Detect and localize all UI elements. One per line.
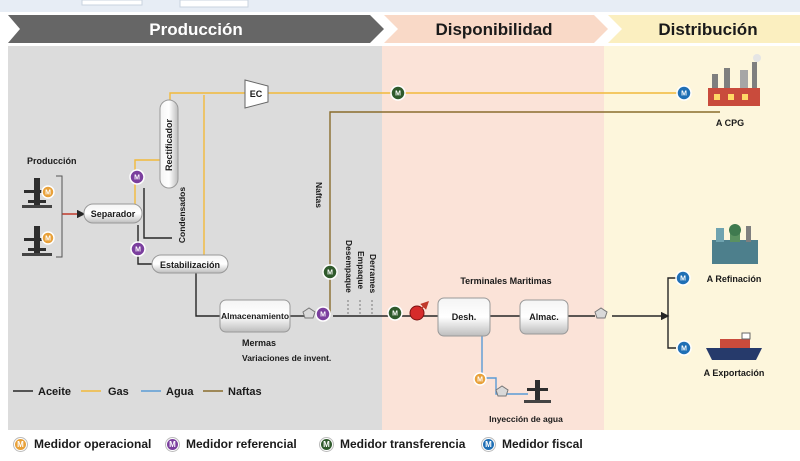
meter-transfer-icon: M xyxy=(320,437,333,451)
production-label: Producción xyxy=(27,156,77,166)
storage-short-label: Almac. xyxy=(529,312,559,322)
pump-icon-2 xyxy=(594,307,608,319)
dehydration-label: Desh. xyxy=(452,312,477,322)
losses-lines xyxy=(347,300,373,316)
header-production-chevron xyxy=(8,15,384,43)
separator-label: Separador xyxy=(91,209,136,219)
storage-short-tank xyxy=(519,299,569,335)
zone-distribution xyxy=(604,46,800,430)
svg-text:M: M xyxy=(395,91,401,98)
compressor-label: EC xyxy=(250,89,263,99)
stabilization-vessel xyxy=(151,254,229,274)
svg-text:M: M xyxy=(681,91,687,98)
legend-water: Agua xyxy=(166,386,194,398)
spills-label: Derrames xyxy=(368,254,378,293)
losses-label: Mermas xyxy=(242,338,276,348)
svg-text:M: M xyxy=(681,346,687,353)
compressor-ec xyxy=(244,79,269,109)
meter-operational-water: M xyxy=(473,372,487,386)
pump-icon-1 xyxy=(302,307,316,319)
pump-icon-3 xyxy=(495,385,509,397)
legend-gas: Gas xyxy=(108,386,129,398)
legend-meter-transfer: M Medidor transferencia xyxy=(320,436,465,452)
svg-text:M: M xyxy=(680,276,686,283)
legend-naphtha: Naftas xyxy=(228,386,262,398)
svg-text:M: M xyxy=(320,312,326,319)
line-legend: Aceite Gas Agua Naftas xyxy=(13,386,262,398)
storage-tank xyxy=(219,299,291,333)
ship-icon xyxy=(706,332,762,360)
water-injection-label: Inyección de agua xyxy=(489,414,563,424)
header-availability: Disponibilidad xyxy=(435,20,552,39)
meter-fiscal-refinery: M xyxy=(675,270,691,286)
header-production: Producción xyxy=(149,20,243,39)
legend-meter-operational: M Medidor operacional xyxy=(14,436,151,452)
header-availability-chevron xyxy=(384,15,608,43)
meter-fiscal-icon: M xyxy=(482,437,495,451)
legend-meter-transfer-label: Medidor transferencia xyxy=(340,437,466,451)
meter-transfer-naphtha: M xyxy=(322,264,338,280)
gas-plant-icon xyxy=(708,54,761,106)
svg-text:M: M xyxy=(45,190,51,197)
inventory-variations-label: Variaciones de invent. xyxy=(242,353,331,363)
naphtha-lines xyxy=(329,111,720,313)
legend-meter-operational-label: Medidor operacional xyxy=(34,437,152,451)
legend-meter-referential-label: Medidor referencial xyxy=(186,437,297,451)
zone-production xyxy=(8,46,382,430)
meter-transfer-gas: M xyxy=(390,85,406,101)
svg-text:M: M xyxy=(327,270,333,277)
svg-text:M: M xyxy=(477,377,483,384)
meter-legend: M Medidor operacional M Medidor referenc… xyxy=(0,430,800,461)
stabilization-label: Estabilización xyxy=(160,260,220,270)
legend-meter-fiscal-label: Medidor fiscal xyxy=(502,437,583,451)
meter-referential-1: M xyxy=(129,169,145,185)
rectifier-label: Rectificador xyxy=(164,118,174,171)
meter-operational-icon: M xyxy=(14,437,27,451)
dehydration-tank xyxy=(437,297,491,337)
meter-referential-icon: M xyxy=(166,437,179,451)
meter-referential-2: M xyxy=(130,241,146,257)
packing-label: Empaque xyxy=(356,251,366,290)
well-icon-2 xyxy=(22,226,52,256)
storage-label: Almacenamiento xyxy=(221,311,289,321)
naphtha-vertical-label: Naftas xyxy=(314,182,324,208)
separator-vessel xyxy=(83,203,143,224)
condensates-label: Condensados xyxy=(177,187,187,243)
meter-operational-2: M xyxy=(41,231,55,245)
meter-transfer-oil: M xyxy=(387,305,403,321)
zone-availability xyxy=(382,46,604,430)
refinery-icon xyxy=(712,224,758,264)
meter-operational-1: M xyxy=(41,185,55,199)
legend-oil: Aceite xyxy=(38,386,71,398)
svg-text:M: M xyxy=(135,247,141,254)
meter-referential-3: M xyxy=(315,306,331,322)
legend-meter-fiscal: M Medidor fiscal xyxy=(482,436,583,452)
header-distribution-chevron xyxy=(608,15,800,43)
svg-text:M: M xyxy=(45,236,51,243)
valve-arrow-icon xyxy=(420,301,429,310)
meter-fiscal-export: M xyxy=(676,340,692,356)
meter-fiscal-cpg: M xyxy=(676,85,692,101)
to-cpg-label: A CPG xyxy=(716,118,744,128)
svg-text:M: M xyxy=(134,175,140,182)
maritime-terminals-label: Terminales Maritimas xyxy=(460,276,551,286)
header-distribution: Distribución xyxy=(658,20,757,39)
injection-well-icon xyxy=(524,380,551,403)
to-export-label: A Exportación xyxy=(704,368,765,378)
to-refinery-label: A Refinación xyxy=(707,274,762,284)
legend-meter-referential: M Medidor referencial xyxy=(166,436,297,452)
well-icon-1 xyxy=(22,178,52,208)
production-bracket xyxy=(56,175,63,258)
rectifier-vessel xyxy=(159,99,179,189)
svg-text:M: M xyxy=(392,311,398,318)
gas-lines xyxy=(134,92,678,255)
unpacking-label: Desempaque xyxy=(344,240,354,293)
